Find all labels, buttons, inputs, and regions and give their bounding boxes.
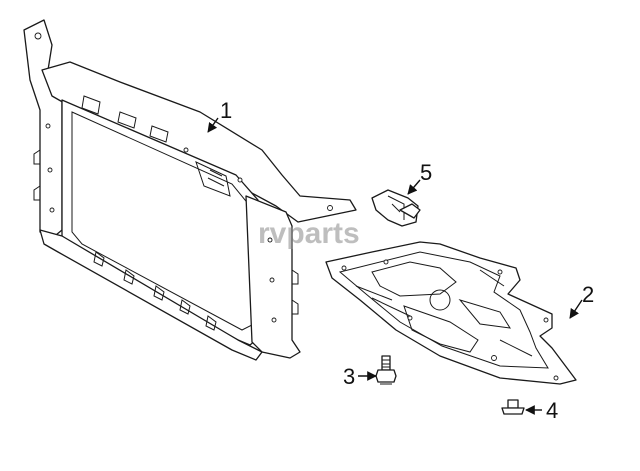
callout-5: 5: [420, 160, 432, 185]
radiator-support-frame: [23, 19, 357, 361]
engine-under-cover: [325, 241, 577, 385]
callout-3: 3: [343, 364, 355, 389]
callout-2: 2: [582, 282, 594, 307]
callout-1: 1: [220, 98, 232, 123]
callout-4: 4: [546, 398, 558, 423]
watermark: rvparts: [258, 217, 360, 250]
clip: [501, 399, 525, 415]
bolt: [375, 355, 397, 385]
leader-lines: [207, 117, 583, 415]
bracket: [371, 189, 421, 227]
